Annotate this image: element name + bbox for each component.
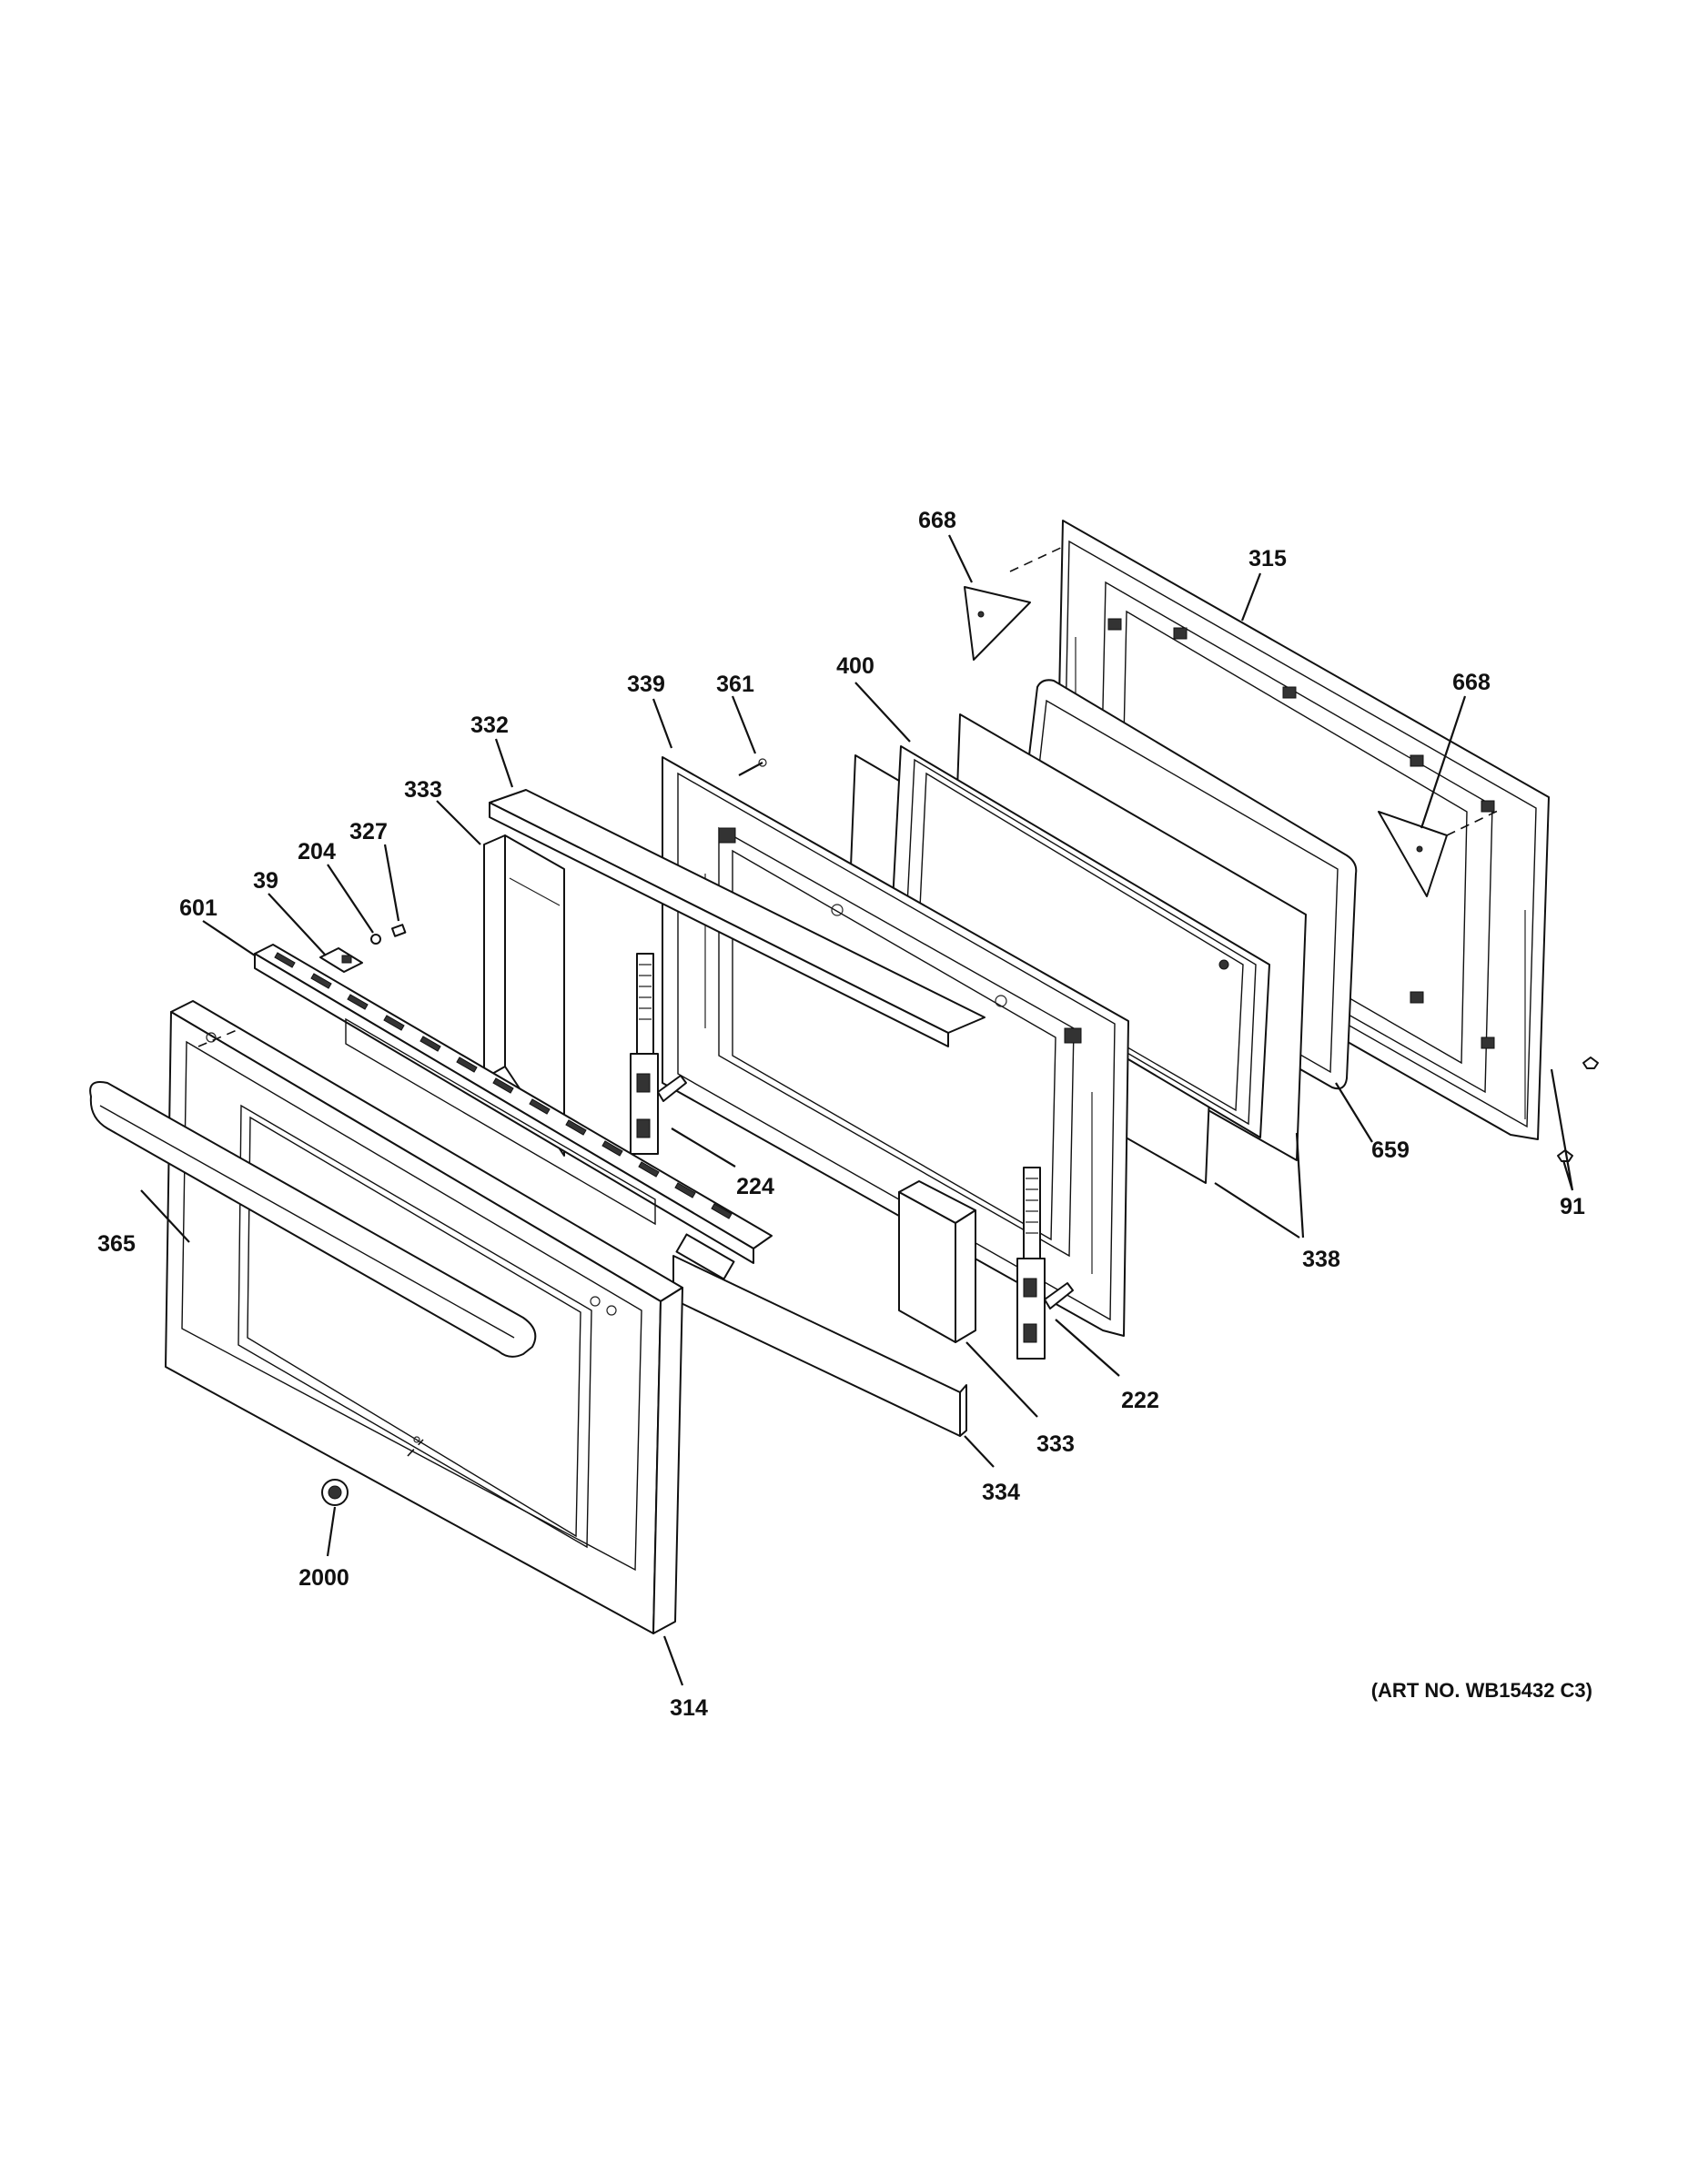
- screws-91: [1557, 1057, 1599, 1162]
- art-number: (ART NO. WB15432 C3): [1371, 1679, 1592, 1702]
- callout-400: 400: [836, 653, 874, 679]
- callout-39: 39: [253, 868, 278, 894]
- callout-332: 332: [470, 713, 509, 738]
- assembly-lines: [197, 545, 1501, 1457]
- callout-659: 659: [1371, 1138, 1410, 1163]
- callout-327: 327: [349, 819, 388, 844]
- door-switch-bracket: [319, 947, 363, 973]
- hinge-left: [630, 953, 687, 1155]
- top-insulation-strip: [489, 789, 986, 1047]
- callout-204: 204: [298, 839, 336, 864]
- window-frame-assembly: [891, 745, 1270, 1138]
- callout-334: 334: [982, 1480, 1020, 1505]
- side-insulation-right: [898, 1180, 976, 1343]
- callout-224: 224: [736, 1174, 774, 1199]
- callout-222: 222: [1121, 1388, 1159, 1413]
- outer-door-panel: [165, 1000, 683, 1634]
- callout-601: 601: [179, 895, 217, 921]
- badge-emblem: [321, 1479, 349, 1506]
- callout-333-right: 333: [1036, 1431, 1075, 1457]
- insulation-pad-lower: [1378, 811, 1448, 897]
- screw-small: [370, 934, 381, 945]
- callout-361: 361: [716, 672, 754, 697]
- callout-2000: 2000: [298, 1565, 349, 1591]
- insulation-pad-upper: [964, 586, 1031, 661]
- door-pin: [738, 758, 767, 776]
- callout-labels: 668 315 668 339 361 400 332 333 327 204 …: [97, 508, 1585, 1721]
- callout-365: 365: [97, 1231, 136, 1257]
- clip-small: [390, 924, 407, 937]
- vent-duct: [254, 944, 773, 1280]
- door-frame: [662, 756, 1129, 1337]
- callout-314: 314: [670, 1695, 708, 1721]
- callout-668-upper: 668: [918, 508, 956, 533]
- callout-315: 315: [1248, 546, 1287, 571]
- callout-668-lower: 668: [1452, 670, 1491, 695]
- hinge-right: [1016, 1167, 1074, 1360]
- callout-333-left: 333: [404, 777, 442, 803]
- leader-lines: [140, 534, 1574, 1686]
- callout-91: 91: [1560, 1194, 1585, 1219]
- door-handle: [89, 1081, 537, 1358]
- callout-339: 339: [627, 672, 665, 697]
- callout-338: 338: [1302, 1247, 1340, 1272]
- side-insulation-left: [483, 834, 565, 1157]
